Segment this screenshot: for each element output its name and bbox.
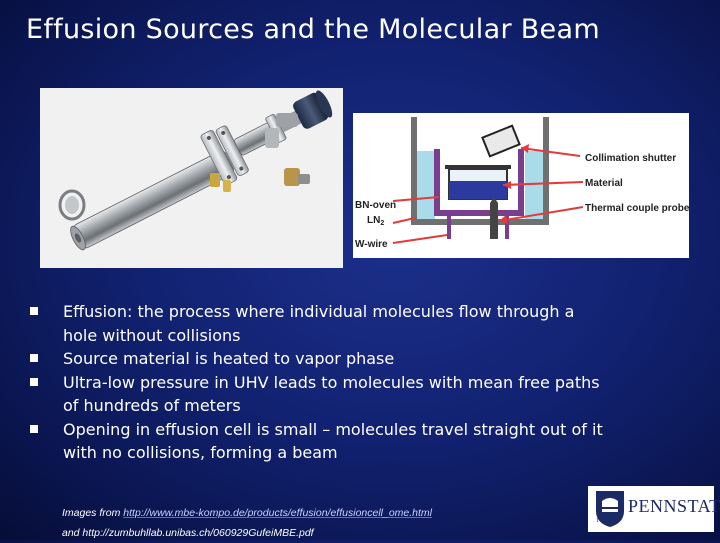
bullet-item: Ultra-low pressure in UHV leads to molec… <box>30 371 700 418</box>
shield-wall-right <box>543 117 549 225</box>
credits-line-2: and http://zumbuhllab.unibas.ch/060929Gu… <box>62 527 314 539</box>
square-bullet-icon <box>30 307 38 315</box>
bullet-item: Source material is heated to vapor phase <box>30 347 700 371</box>
bullet-text-line-2: hole without collisions <box>63 325 241 345</box>
material-fill <box>449 181 507 199</box>
thermocouple-probe <box>490 203 498 239</box>
effusion-cell-schematic: Collimation shutter Material Thermal cou… <box>355 117 690 250</box>
arrow-head-thermal-couple-probe <box>499 215 508 224</box>
arrow-bn-oven <box>392 196 440 202</box>
arrow-head-material <box>503 181 511 189</box>
arrow-w-wire <box>392 234 448 244</box>
bn-oven-wall <box>434 149 524 216</box>
label-thermal-couple-probe: Thermal couple probe <box>585 203 689 214</box>
pennstate-shield-icon <box>596 491 624 527</box>
label-ln2: LN2 <box>367 215 384 227</box>
image-credits: Images from http://www.mbe-kompo.de/prod… <box>62 503 432 543</box>
bullet-item: Opening in effusion cell is small – mole… <box>30 418 700 465</box>
bullet-text-line-1: Source material is heated to vapor phase <box>63 349 395 368</box>
label-bn-oven: BN-oven <box>355 200 396 211</box>
arrow-collimation-shutter <box>520 147 581 157</box>
logo-wordmark: PENNSTATE <box>628 496 720 516</box>
slide-title: Effusion Sources and the Molecular Beam <box>26 14 600 45</box>
pennstate-logo: PENNSTATE 1855 <box>588 486 720 532</box>
label-w-wire: W-wire <box>355 239 388 250</box>
credits-link-mbe-komponenten[interactable]: http://www.mbe-kompo.de/products/effusio… <box>123 507 433 519</box>
shield-wall-left <box>411 117 417 225</box>
arrow-material <box>502 181 584 186</box>
square-bullet-icon <box>30 354 38 362</box>
bullet-text-line-1: Opening in effusion cell is small – mole… <box>63 419 603 439</box>
crucible-lip <box>445 165 511 169</box>
square-bullet-icon <box>30 377 38 386</box>
bullet-text-line-2: with no collisions, forming a beam <box>63 443 338 462</box>
bullet-text-line-1: Ultra-low pressure in UHV leads to molec… <box>63 372 600 392</box>
effusion-cell-diagram: Collimation shutter Material Thermal cou… <box>353 113 690 258</box>
label-collimation-shutter: Collimation shutter <box>585 153 676 164</box>
arrow-ln2 <box>392 217 416 224</box>
bullet-item: Effusion: the process where individual m… <box>30 300 700 347</box>
credits-prefix: Images from <box>62 507 124 519</box>
effusion-cell-photo <box>40 88 343 268</box>
arrow-head-collimation-shutter <box>521 144 529 153</box>
collimation-shutter <box>481 124 521 158</box>
label-material: Material <box>585 178 623 189</box>
shield-wall-bottom <box>411 219 549 225</box>
logo-year: 1855 <box>596 518 620 524</box>
probe-tip <box>490 197 498 203</box>
ln2-region-right <box>525 151 547 221</box>
square-bullet-icon <box>30 424 38 433</box>
bullet-text-line-1: Effusion: the process where individual m… <box>63 302 575 321</box>
bullet-list: Effusion: the process where individual m… <box>30 300 700 465</box>
ln2-region-left <box>413 151 435 221</box>
arrow-thermal-couple-probe <box>498 206 584 222</box>
bullet-text-line-2: of hundreds of meters <box>63 396 241 415</box>
effusion-cell-illustration <box>58 90 333 251</box>
